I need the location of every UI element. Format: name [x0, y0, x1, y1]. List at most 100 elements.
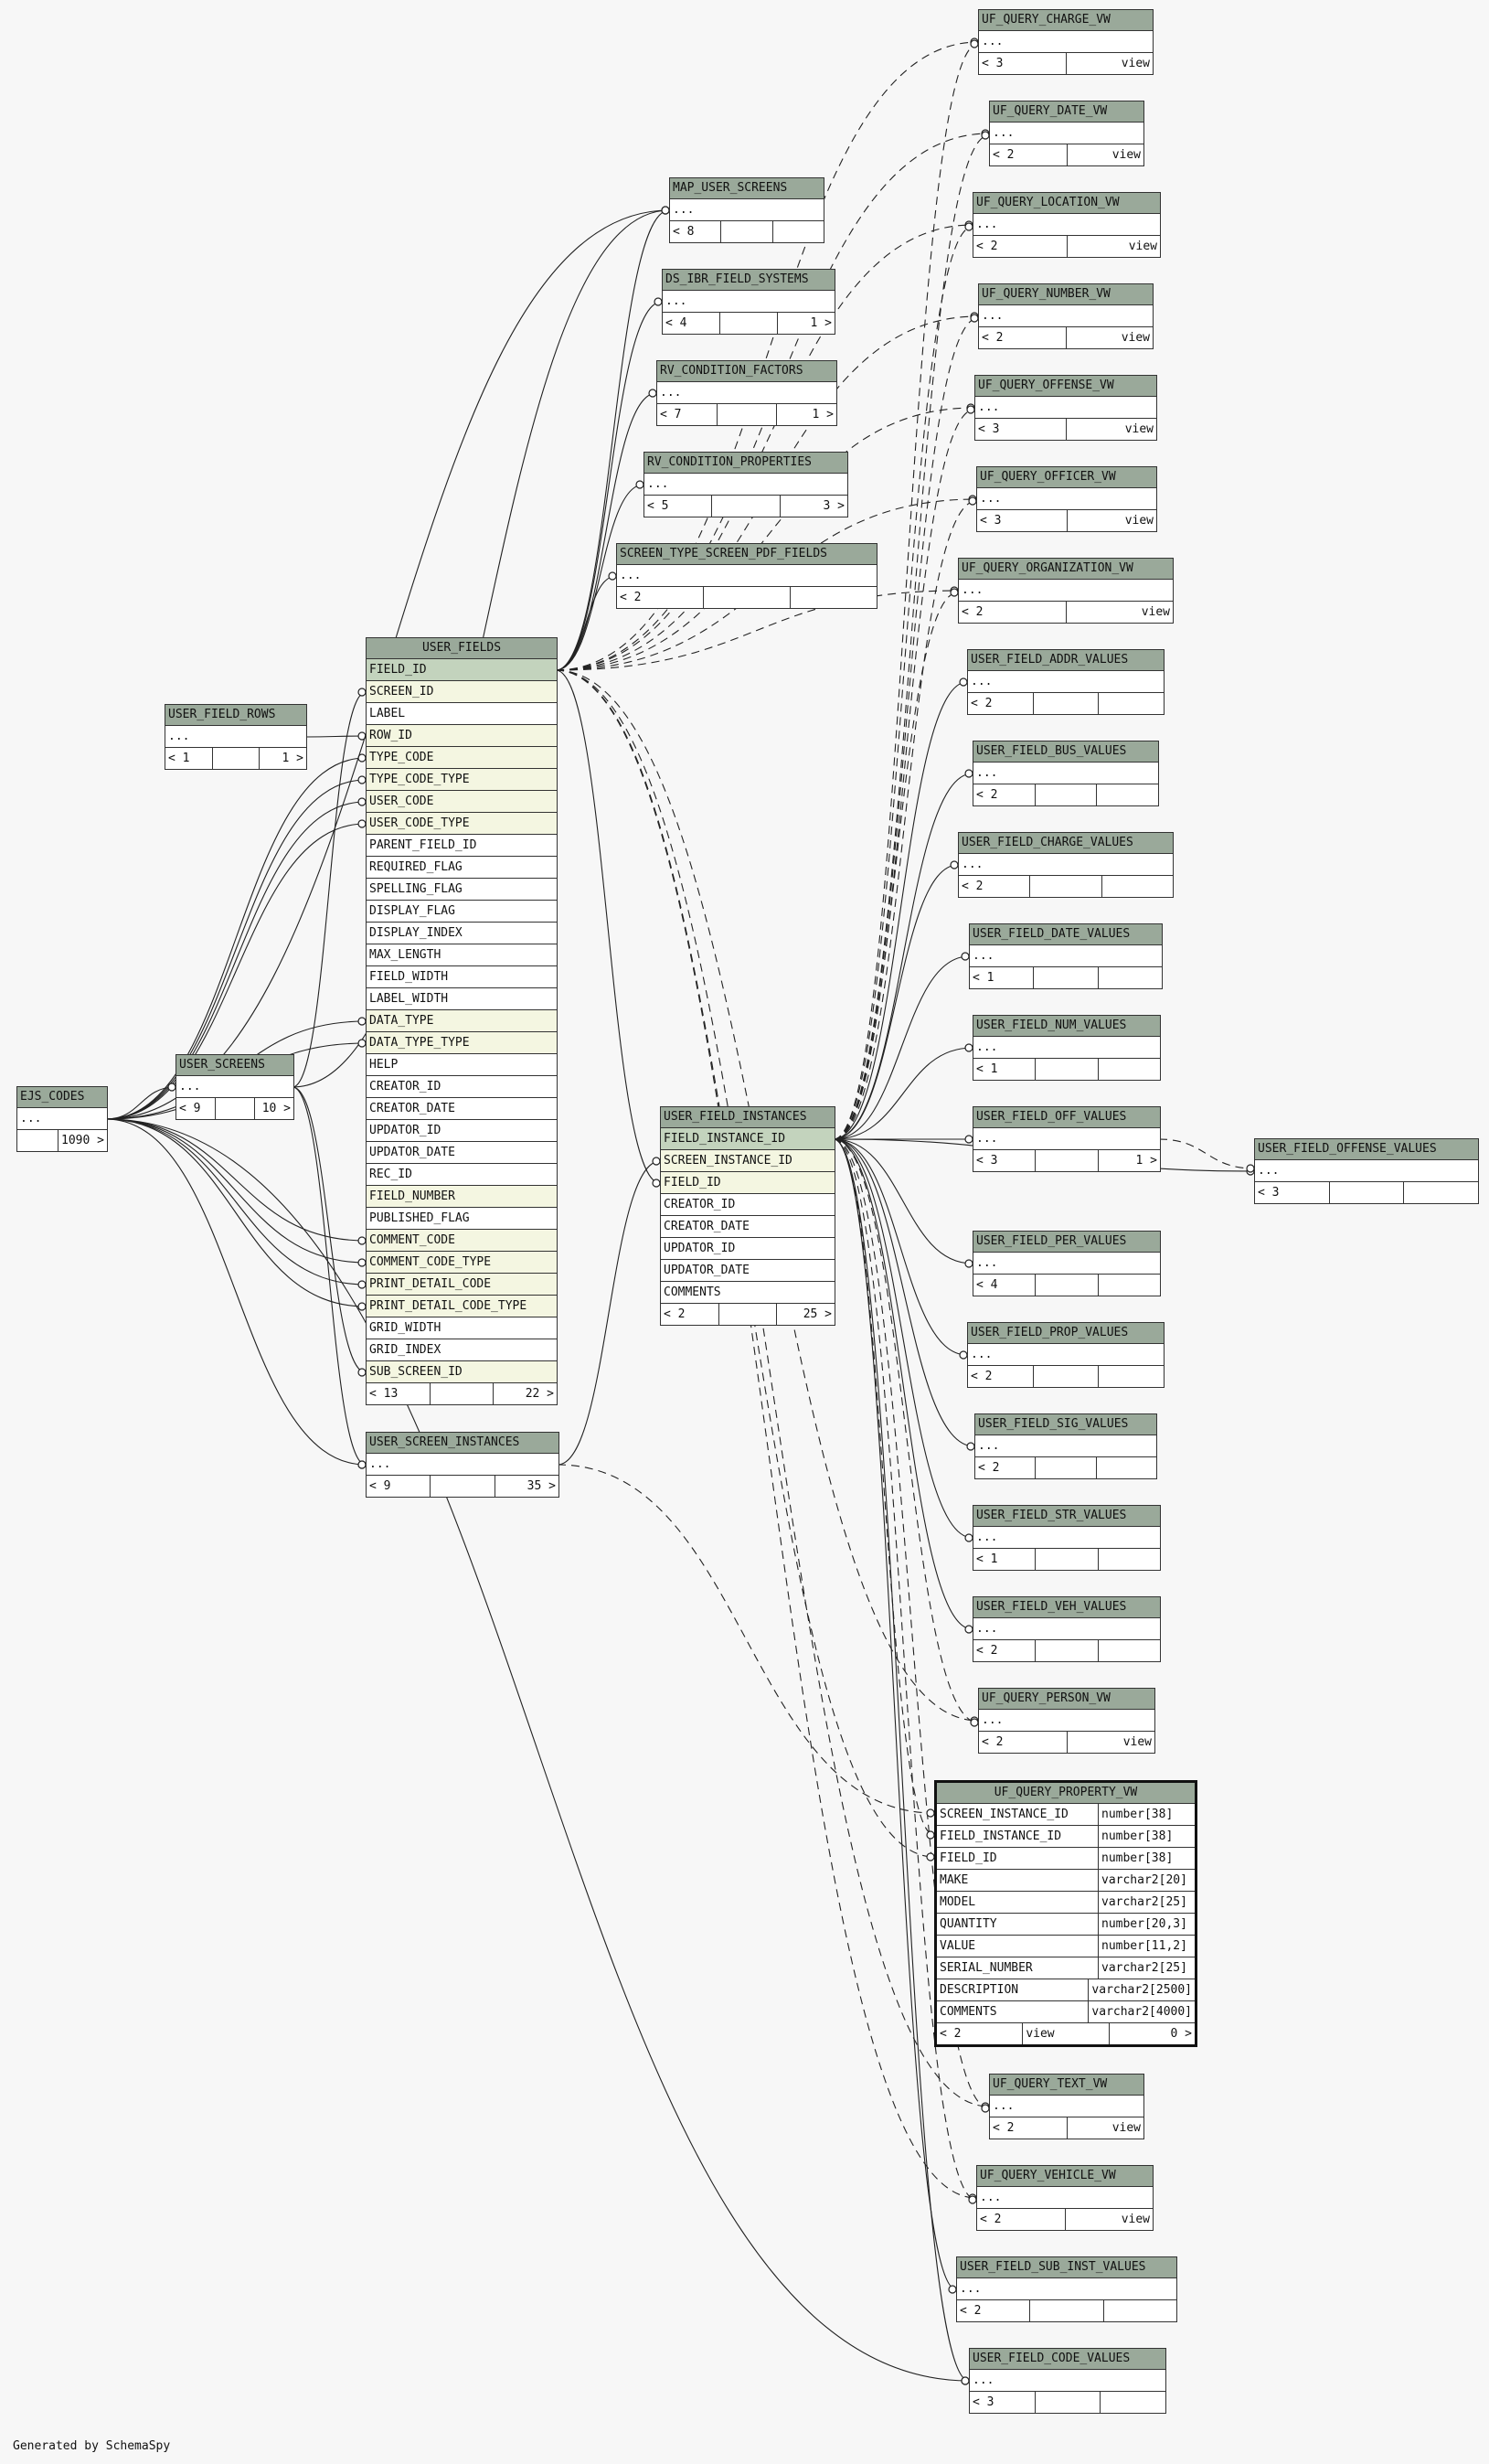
- fk-line-ejs-codes: [105, 801, 367, 1120]
- table-title: UF_QUERY_PERSON_VW: [979, 1689, 1154, 1710]
- fk-line-to-user-field-prop-values: [833, 1138, 968, 1356]
- table-kind: [716, 404, 777, 425]
- view-line-instances-uf-query-location-vw: [833, 226, 973, 1140]
- parent-count: < 5: [647, 499, 669, 513]
- table-kind: [1035, 1549, 1097, 1570]
- table-user-field-per-values[interactable]: USER_FIELD_PER_VALUES...< 4: [973, 1231, 1161, 1296]
- parent-count: < 2: [940, 2027, 962, 2041]
- column-type: varchar2[25]: [1101, 1895, 1187, 1909]
- table-footer: < 2: [959, 876, 1173, 897]
- table-title: UF_QUERY_ORGANIZATION_VW: [959, 559, 1173, 580]
- collapsed-columns: ...: [979, 305, 1153, 327]
- collapsed-columns: ...: [670, 199, 824, 221]
- collapsed-columns: ...: [977, 2187, 1153, 2209]
- view-line-instances-uf-query-officer-vw: [833, 500, 977, 1140]
- fk-line-ejs-codes: [105, 1118, 367, 1264]
- table-map-user-screens[interactable]: MAP_USER_SCREENS...< 8: [669, 177, 824, 243]
- parent-count: < 1: [168, 752, 190, 765]
- table-user-field-sub-inst-values[interactable]: USER_FIELD_SUB_INST_VALUES...< 2: [956, 2256, 1177, 2322]
- view-line-to-uf-query-vehicle-vw: [555, 669, 977, 2199]
- table-title: USER_FIELD_OFF_VALUES: [973, 1107, 1160, 1128]
- table-user-field-sig-values[interactable]: USER_FIELD_SIG_VALUES...< 2: [974, 1413, 1157, 1479]
- table-kind: [1032, 1366, 1099, 1387]
- crows-foot-marker: [648, 389, 657, 398]
- column-comment-code: COMMENT_CODE: [367, 1230, 557, 1252]
- child-count: [1096, 784, 1158, 805]
- crows-foot-marker: [964, 1625, 973, 1634]
- table-kind: view: [1022, 2023, 1108, 2044]
- fk-line-ejs-codes: [105, 757, 367, 1120]
- table-user-field-str-values[interactable]: USER_FIELD_STR_VALUES...< 1: [973, 1505, 1161, 1571]
- crows-foot-marker: [357, 688, 367, 697]
- table-kind: [720, 221, 771, 242]
- table-screen-type-screen-pdf-fields[interactable]: SCREEN_TYPE_SCREEN_PDF_FIELDS...< 2: [616, 543, 877, 609]
- table-title: UF_QUERY_VEHICLE_VW: [977, 2166, 1153, 2187]
- table-kind: [1034, 2392, 1101, 2413]
- table-user-field-bus-values[interactable]: USER_FIELD_BUS_VALUES...< 2: [973, 741, 1159, 806]
- column-name: FIELD_INSTANCE_ID: [937, 1826, 1099, 1847]
- table-user-field-offense-values[interactable]: USER_FIELD_OFFENSE_VALUES...< 3: [1254, 1138, 1479, 1204]
- generated-by-footer: Generated by SchemaSpy: [13, 2439, 171, 2453]
- fk-line-to-user-field-date-values: [833, 955, 970, 1140]
- crows-foot-marker: [964, 1135, 973, 1144]
- crows-foot-marker: [964, 769, 973, 778]
- column-published-flag: PUBLISHED_FLAG: [367, 1208, 557, 1230]
- table-footer: < 2: [617, 587, 877, 608]
- table-kind: [1035, 1275, 1097, 1296]
- fk-line-field-instances: [555, 669, 661, 1184]
- column-type-code: TYPE_CODE: [367, 747, 557, 769]
- crows-foot-marker: [357, 1017, 367, 1026]
- collapsed-columns: ...: [968, 671, 1164, 693]
- parent-count: < 2: [976, 240, 998, 253]
- table-user-field-code-values[interactable]: USER_FIELD_CODE_VALUES...< 3: [969, 2348, 1166, 2414]
- table-user-field-veh-values[interactable]: USER_FIELD_VEH_VALUES...< 2: [973, 1596, 1161, 1662]
- column-label-width: LABEL_WIDTH: [367, 988, 557, 1010]
- table-kind: [211, 748, 260, 769]
- parent-count: [17, 1130, 58, 1151]
- column-rec-id: REC_ID: [367, 1164, 557, 1186]
- fk-line-ejs-codes: [105, 1118, 367, 1285]
- table-user-field-date-values[interactable]: USER_FIELD_DATE_VALUES...< 1: [969, 923, 1163, 989]
- table-kind: [1035, 1150, 1097, 1171]
- collapsed-columns: ...: [973, 1037, 1160, 1059]
- table-user-field-addr-values[interactable]: USER_FIELD_ADDR_VALUES...< 2: [967, 649, 1165, 715]
- child-count: 10 >: [254, 1098, 293, 1119]
- table-kind: [719, 313, 777, 334]
- parent-count: < 3: [978, 422, 1000, 436]
- table-user-field-charge-values[interactable]: USER_FIELD_CHARGE_VALUES...< 2: [958, 832, 1174, 898]
- crows-foot-marker: [357, 1302, 367, 1311]
- crows-foot-marker: [357, 1258, 367, 1267]
- parent-count: < 1: [973, 971, 994, 985]
- child-count: [1097, 1549, 1160, 1570]
- table-user-field-num-values[interactable]: USER_FIELD_NUM_VALUES...< 1: [973, 1015, 1161, 1081]
- table-user-field-prop-values[interactable]: USER_FIELD_PROP_VALUES...< 2: [967, 1322, 1165, 1388]
- table-ejs-codes[interactable]: EJS_CODES...1090 >: [16, 1086, 108, 1152]
- crows-foot-marker: [959, 1350, 968, 1360]
- fk-line-to-user-field-charge-values: [833, 864, 959, 1140]
